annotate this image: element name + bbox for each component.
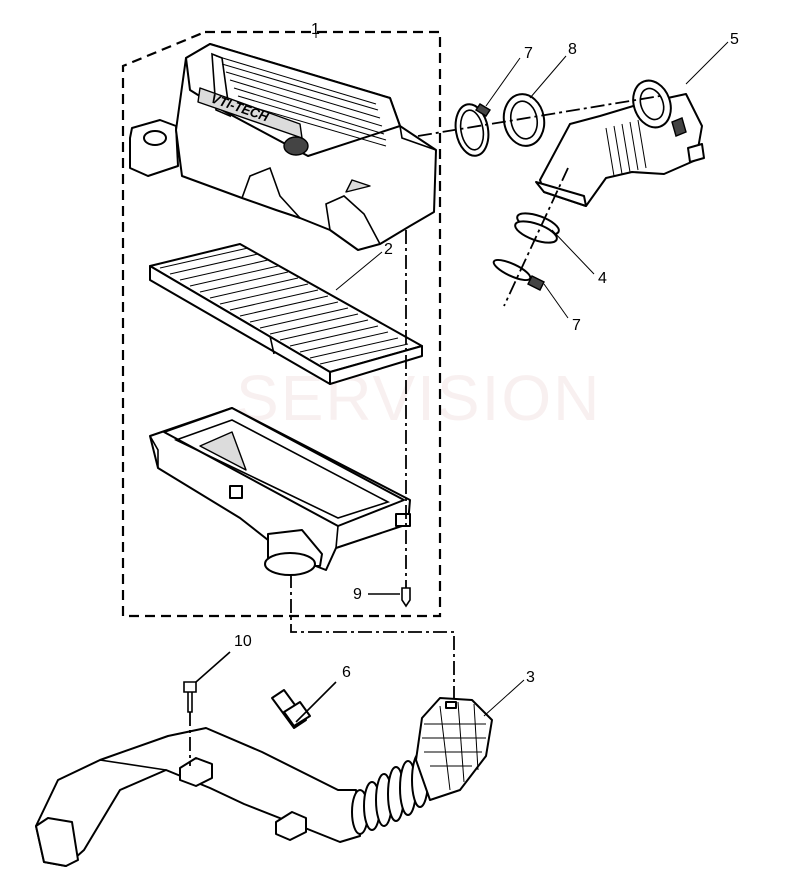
air-cleaner-cover: VTI-TECH	[129, 43, 437, 251]
callout-5: 5	[730, 31, 739, 48]
hose-clamp-7-upper	[454, 103, 491, 157]
centerline-housing-outlet	[290, 574, 455, 700]
bellows-section	[351, 752, 429, 835]
bolt-10	[183, 651, 231, 766]
screw-9	[368, 230, 411, 608]
callout-6: 6	[342, 664, 351, 681]
callout-1: 1	[311, 21, 320, 38]
callout-7-lower: 7	[572, 317, 581, 334]
air-cleaner-lower-housing	[149, 407, 411, 576]
callout-2: 2	[384, 241, 393, 258]
air-intake-tube	[35, 697, 493, 867]
callout-leaders	[315, 32, 729, 717]
intake-duct-elbow	[535, 79, 705, 207]
watermark: SERVISION	[236, 362, 601, 434]
callout-10: 10	[234, 633, 252, 650]
callout-9: 9	[353, 586, 362, 603]
grommet-4	[514, 212, 560, 244]
callout-7-upper: 7	[524, 45, 533, 62]
seal-ring-8	[502, 93, 546, 147]
callout-3: 3	[526, 669, 535, 686]
callout-8: 8	[568, 41, 577, 58]
emblem-icon	[283, 136, 309, 156]
centerline-upper	[417, 95, 661, 137]
centerline-lower	[503, 167, 569, 307]
vacuum-fitting-6	[271, 681, 337, 729]
hose-clamp-7-lower	[492, 258, 545, 291]
callout-4: 4	[598, 270, 607, 287]
assembly-boundary	[121, 30, 442, 618]
air-filter-element	[149, 243, 423, 385]
